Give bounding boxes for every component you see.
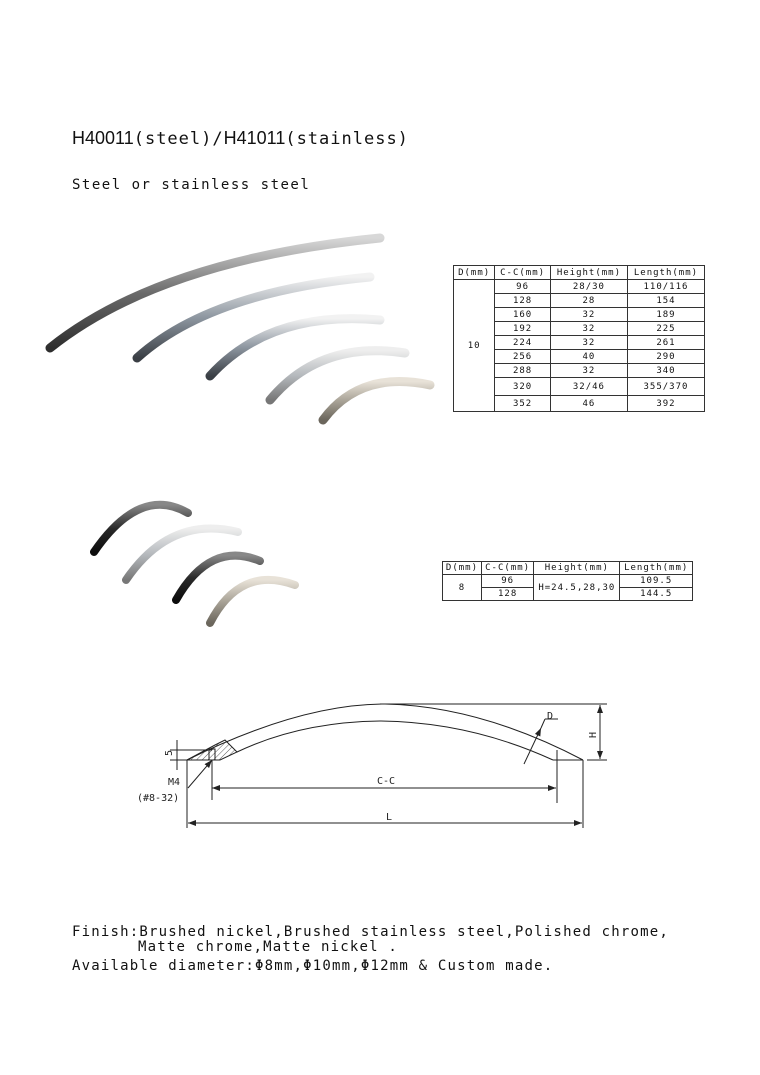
steel-code: H40011	[72, 128, 134, 148]
label-cc: C-C	[377, 776, 395, 787]
handle-224	[205, 314, 385, 381]
handle-96	[318, 377, 435, 425]
handles-photo-8mm	[90, 500, 299, 627]
handle-outer-arc	[186, 703, 584, 761]
table-header-row: D(mm) C-C(mm) Height(mm) Length(mm)	[442, 561, 693, 575]
handle-352	[45, 233, 385, 353]
handle-chrome-1	[122, 524, 242, 584]
page-title: H40011(steel)/H41011(stainless)	[72, 128, 409, 149]
handle-160	[265, 346, 410, 405]
label-l: L	[386, 812, 392, 823]
size-table-8mm: D(mm) C-C(mm) Height(mm) Length(mm) 8 96…	[442, 561, 693, 601]
handle-288	[132, 272, 375, 363]
size-table-10mm: D(mm) C-C(mm) Height(mm) Length(mm) 10 9…	[452, 265, 706, 412]
steel-label: (steel)/	[133, 129, 224, 149]
diameter-cell: 10	[452, 279, 496, 412]
stainless-code: H41011	[223, 128, 286, 148]
height-cell: H=24.5,28,30	[533, 574, 621, 601]
handle-black-2	[172, 551, 264, 604]
handle-black-1	[90, 500, 192, 556]
table-row: 128 144.5	[443, 587, 693, 601]
label-5: 5	[164, 750, 175, 756]
label-m4: M4	[168, 777, 180, 788]
subtitle: Steel or stainless steel	[72, 177, 311, 193]
handle-inner-arc	[236, 720, 554, 761]
label-thread: (#8-32)	[137, 793, 179, 804]
handles-photo-10mm	[45, 233, 435, 425]
cc-cell: 128	[480, 587, 535, 601]
length-cell: 392	[626, 395, 706, 412]
label-d: D	[547, 711, 553, 722]
table-row: 8 96 H=24.5,28,30 109.5	[442, 574, 693, 601]
label-h: H	[588, 732, 599, 738]
finish-line-1: Finish:Brushed nickel,Brushed stainless …	[72, 924, 669, 940]
available-diameter: Available diameter:Φ8mm,Φ10mm,Φ12mm & Cu…	[72, 958, 554, 974]
stainless-label: (stainless)	[285, 129, 409, 149]
length-cell: 144.5	[619, 587, 693, 601]
finish-line-2: Matte chrome,Matte nickel .	[138, 939, 398, 955]
handle-nickel	[206, 575, 299, 627]
